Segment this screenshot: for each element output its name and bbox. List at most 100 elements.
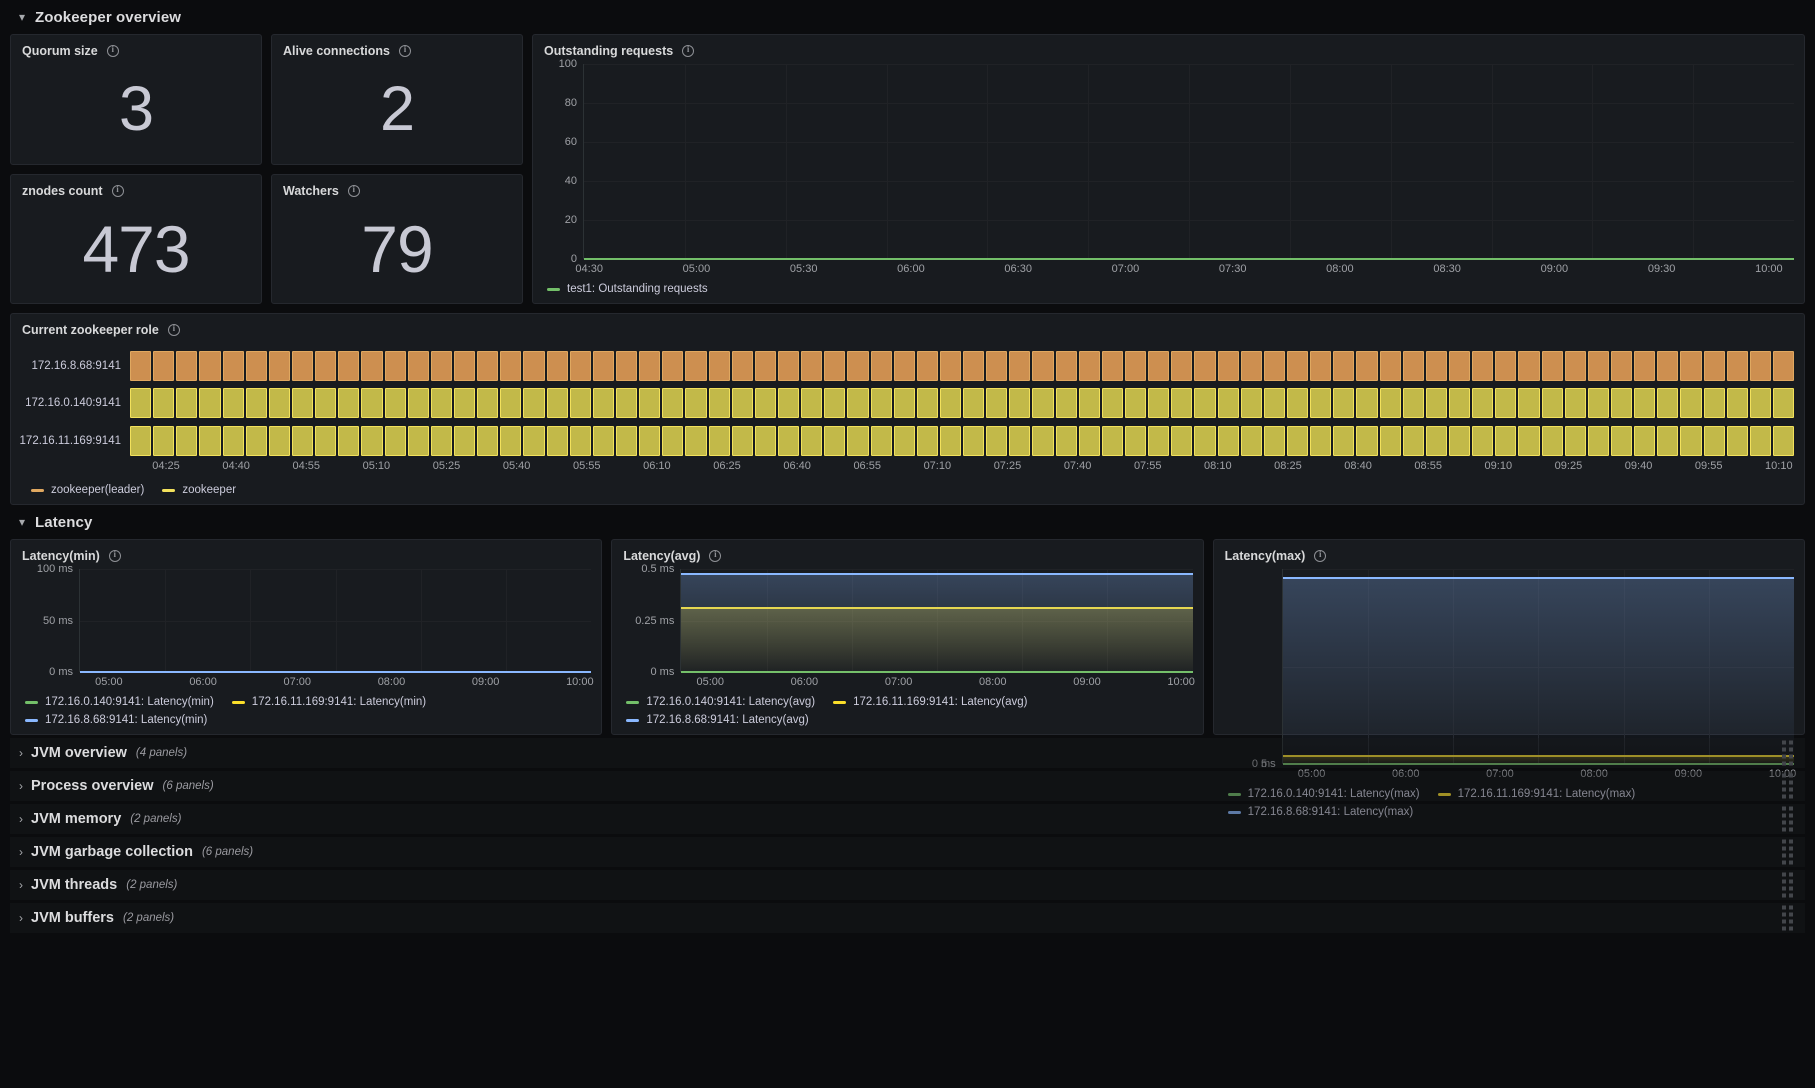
timeline-cell[interactable] bbox=[1240, 388, 1262, 419]
timeline-cell[interactable] bbox=[1310, 426, 1332, 457]
timeline-cell[interactable] bbox=[477, 426, 499, 457]
plot-canvas[interactable] bbox=[1281, 569, 1794, 766]
timeline-track[interactable] bbox=[130, 426, 1795, 457]
timeline-cell[interactable] bbox=[1726, 426, 1748, 457]
timeline-cell[interactable] bbox=[291, 350, 314, 381]
timeline-cell[interactable] bbox=[1217, 350, 1239, 381]
timeline-cell[interactable] bbox=[430, 388, 452, 419]
timeline-cell[interactable] bbox=[1055, 388, 1077, 419]
timeline-cell[interactable] bbox=[338, 350, 360, 381]
timeline-cell[interactable] bbox=[639, 426, 661, 457]
timeline-cell[interactable] bbox=[153, 426, 175, 457]
timeline-cell[interactable] bbox=[615, 426, 638, 457]
timeline-cell[interactable] bbox=[1125, 350, 1147, 381]
legend-item[interactable]: 172.16.8.68:9141: Latency(avg) bbox=[626, 714, 809, 726]
timeline-cell[interactable] bbox=[870, 350, 892, 381]
timeline-cell[interactable] bbox=[731, 426, 753, 457]
timeline-cell[interactable] bbox=[1009, 426, 1031, 457]
timeline-cell[interactable] bbox=[1171, 388, 1193, 419]
drag-handle-icon[interactable] bbox=[1782, 806, 1793, 832]
panel-znodes-count[interactable]: znodes count 473 bbox=[10, 173, 262, 304]
timeline-cell[interactable] bbox=[1194, 350, 1216, 381]
info-icon[interactable] bbox=[106, 44, 119, 57]
timeline-cell[interactable] bbox=[662, 350, 684, 381]
timeline-cell[interactable] bbox=[1194, 388, 1216, 419]
timeline-cell[interactable] bbox=[1587, 350, 1609, 381]
timeline-cell[interactable] bbox=[685, 350, 707, 381]
timeline-cell[interactable] bbox=[523, 388, 545, 419]
timeline-cell[interactable] bbox=[754, 388, 776, 419]
panel-latencymax[interactable]: Latency(max)5 s0 ms05:0006:0007:0008:000… bbox=[1212, 539, 1805, 818]
timeline-cell[interactable] bbox=[893, 426, 915, 457]
timeline-cell[interactable] bbox=[130, 388, 152, 419]
legend-item[interactable]: 172.16.11.169:9141: Latency(max) bbox=[1437, 788, 1635, 800]
collapsed-row-jvm-threads[interactable]: ›JVM threads(2 panels) bbox=[10, 870, 1805, 900]
timeline-cell[interactable] bbox=[1333, 350, 1355, 381]
info-icon[interactable] bbox=[682, 44, 695, 57]
timeline-cell[interactable] bbox=[523, 350, 545, 381]
timeline-cell[interactable] bbox=[1055, 350, 1077, 381]
timeline-cell[interactable] bbox=[1101, 388, 1124, 419]
timeline-cell[interactable] bbox=[824, 426, 846, 457]
timeline-cell[interactable] bbox=[1009, 388, 1031, 419]
collapsed-row-jvm-overview[interactable]: ›JVM overview(4 panels) bbox=[10, 738, 1805, 768]
timeline-cell[interactable] bbox=[315, 350, 337, 381]
timeline-cell[interactable] bbox=[916, 426, 938, 457]
timeline-cell[interactable] bbox=[384, 388, 406, 419]
panel-quorum-size[interactable]: Quorum size 3 bbox=[10, 34, 262, 165]
timeline-cell[interactable] bbox=[407, 426, 429, 457]
timeline-cell[interactable] bbox=[847, 388, 869, 419]
timeline-cell[interactable] bbox=[939, 350, 962, 381]
timeline-cell[interactable] bbox=[569, 388, 591, 419]
timeline-cell[interactable] bbox=[1032, 426, 1054, 457]
timeline-cell[interactable] bbox=[1472, 426, 1494, 457]
timeline-cell[interactable] bbox=[1402, 350, 1424, 381]
timeline-cell[interactable] bbox=[1171, 426, 1193, 457]
info-icon[interactable] bbox=[709, 549, 722, 562]
timeline-cell[interactable] bbox=[222, 388, 244, 419]
timeline-cell[interactable] bbox=[1518, 388, 1540, 419]
timeline-cell[interactable] bbox=[477, 350, 499, 381]
timeline-cell[interactable] bbox=[291, 426, 314, 457]
timeline-cell[interactable] bbox=[1518, 350, 1540, 381]
timeline-cell[interactable] bbox=[708, 426, 730, 457]
row-header-latency[interactable]: ▾ Latency bbox=[10, 505, 1805, 539]
collapsed-row-jvm-garbage-collection[interactable]: ›JVM garbage collection(6 panels) bbox=[10, 837, 1805, 867]
timeline-cell[interactable] bbox=[1611, 350, 1633, 381]
timeline-cell[interactable] bbox=[407, 388, 429, 419]
timeline-cell[interactable] bbox=[824, 350, 846, 381]
timeline-cell[interactable] bbox=[1657, 388, 1679, 419]
timeline-cell[interactable] bbox=[1634, 388, 1656, 419]
legend-item[interactable]: 172.16.8.68:9141: Latency(max) bbox=[1227, 806, 1413, 818]
timeline-cell[interactable] bbox=[268, 388, 290, 419]
timeline-cell[interactable] bbox=[1772, 350, 1795, 381]
timeline-cell[interactable] bbox=[662, 426, 684, 457]
timeline-cell[interactable] bbox=[1379, 388, 1401, 419]
timeline-cell[interactable] bbox=[1749, 350, 1771, 381]
timeline-cell[interactable] bbox=[662, 388, 684, 419]
timeline-cell[interactable] bbox=[1703, 350, 1725, 381]
collapsed-row-process-overview[interactable]: ›Process overview(6 panels) bbox=[10, 771, 1805, 801]
timeline-cell[interactable] bbox=[777, 350, 800, 381]
timeline-cell[interactable] bbox=[1287, 350, 1309, 381]
timeline-cell[interactable] bbox=[1101, 426, 1124, 457]
timeline-cell[interactable] bbox=[222, 350, 244, 381]
timeline-cell[interactable] bbox=[847, 426, 869, 457]
timeline-cell[interactable] bbox=[801, 388, 823, 419]
timeline-cell[interactable] bbox=[1009, 350, 1031, 381]
timeline-cell[interactable] bbox=[893, 388, 915, 419]
timeline-cell[interactable] bbox=[1772, 388, 1795, 419]
timeline-cell[interactable] bbox=[130, 426, 152, 457]
timeline-cell[interactable] bbox=[1449, 426, 1471, 457]
timeline-cell[interactable] bbox=[1726, 388, 1748, 419]
timeline-cell[interactable] bbox=[1495, 388, 1517, 419]
timeline-cell[interactable] bbox=[1078, 350, 1100, 381]
timeline-cell[interactable] bbox=[1587, 426, 1609, 457]
timeline-cell[interactable] bbox=[1148, 350, 1170, 381]
timeline-cell[interactable] bbox=[708, 388, 730, 419]
timeline-cell[interactable] bbox=[199, 388, 221, 419]
timeline-cell[interactable] bbox=[1240, 350, 1262, 381]
timeline-cell[interactable] bbox=[1449, 350, 1471, 381]
timeline-cell[interactable] bbox=[1125, 426, 1147, 457]
